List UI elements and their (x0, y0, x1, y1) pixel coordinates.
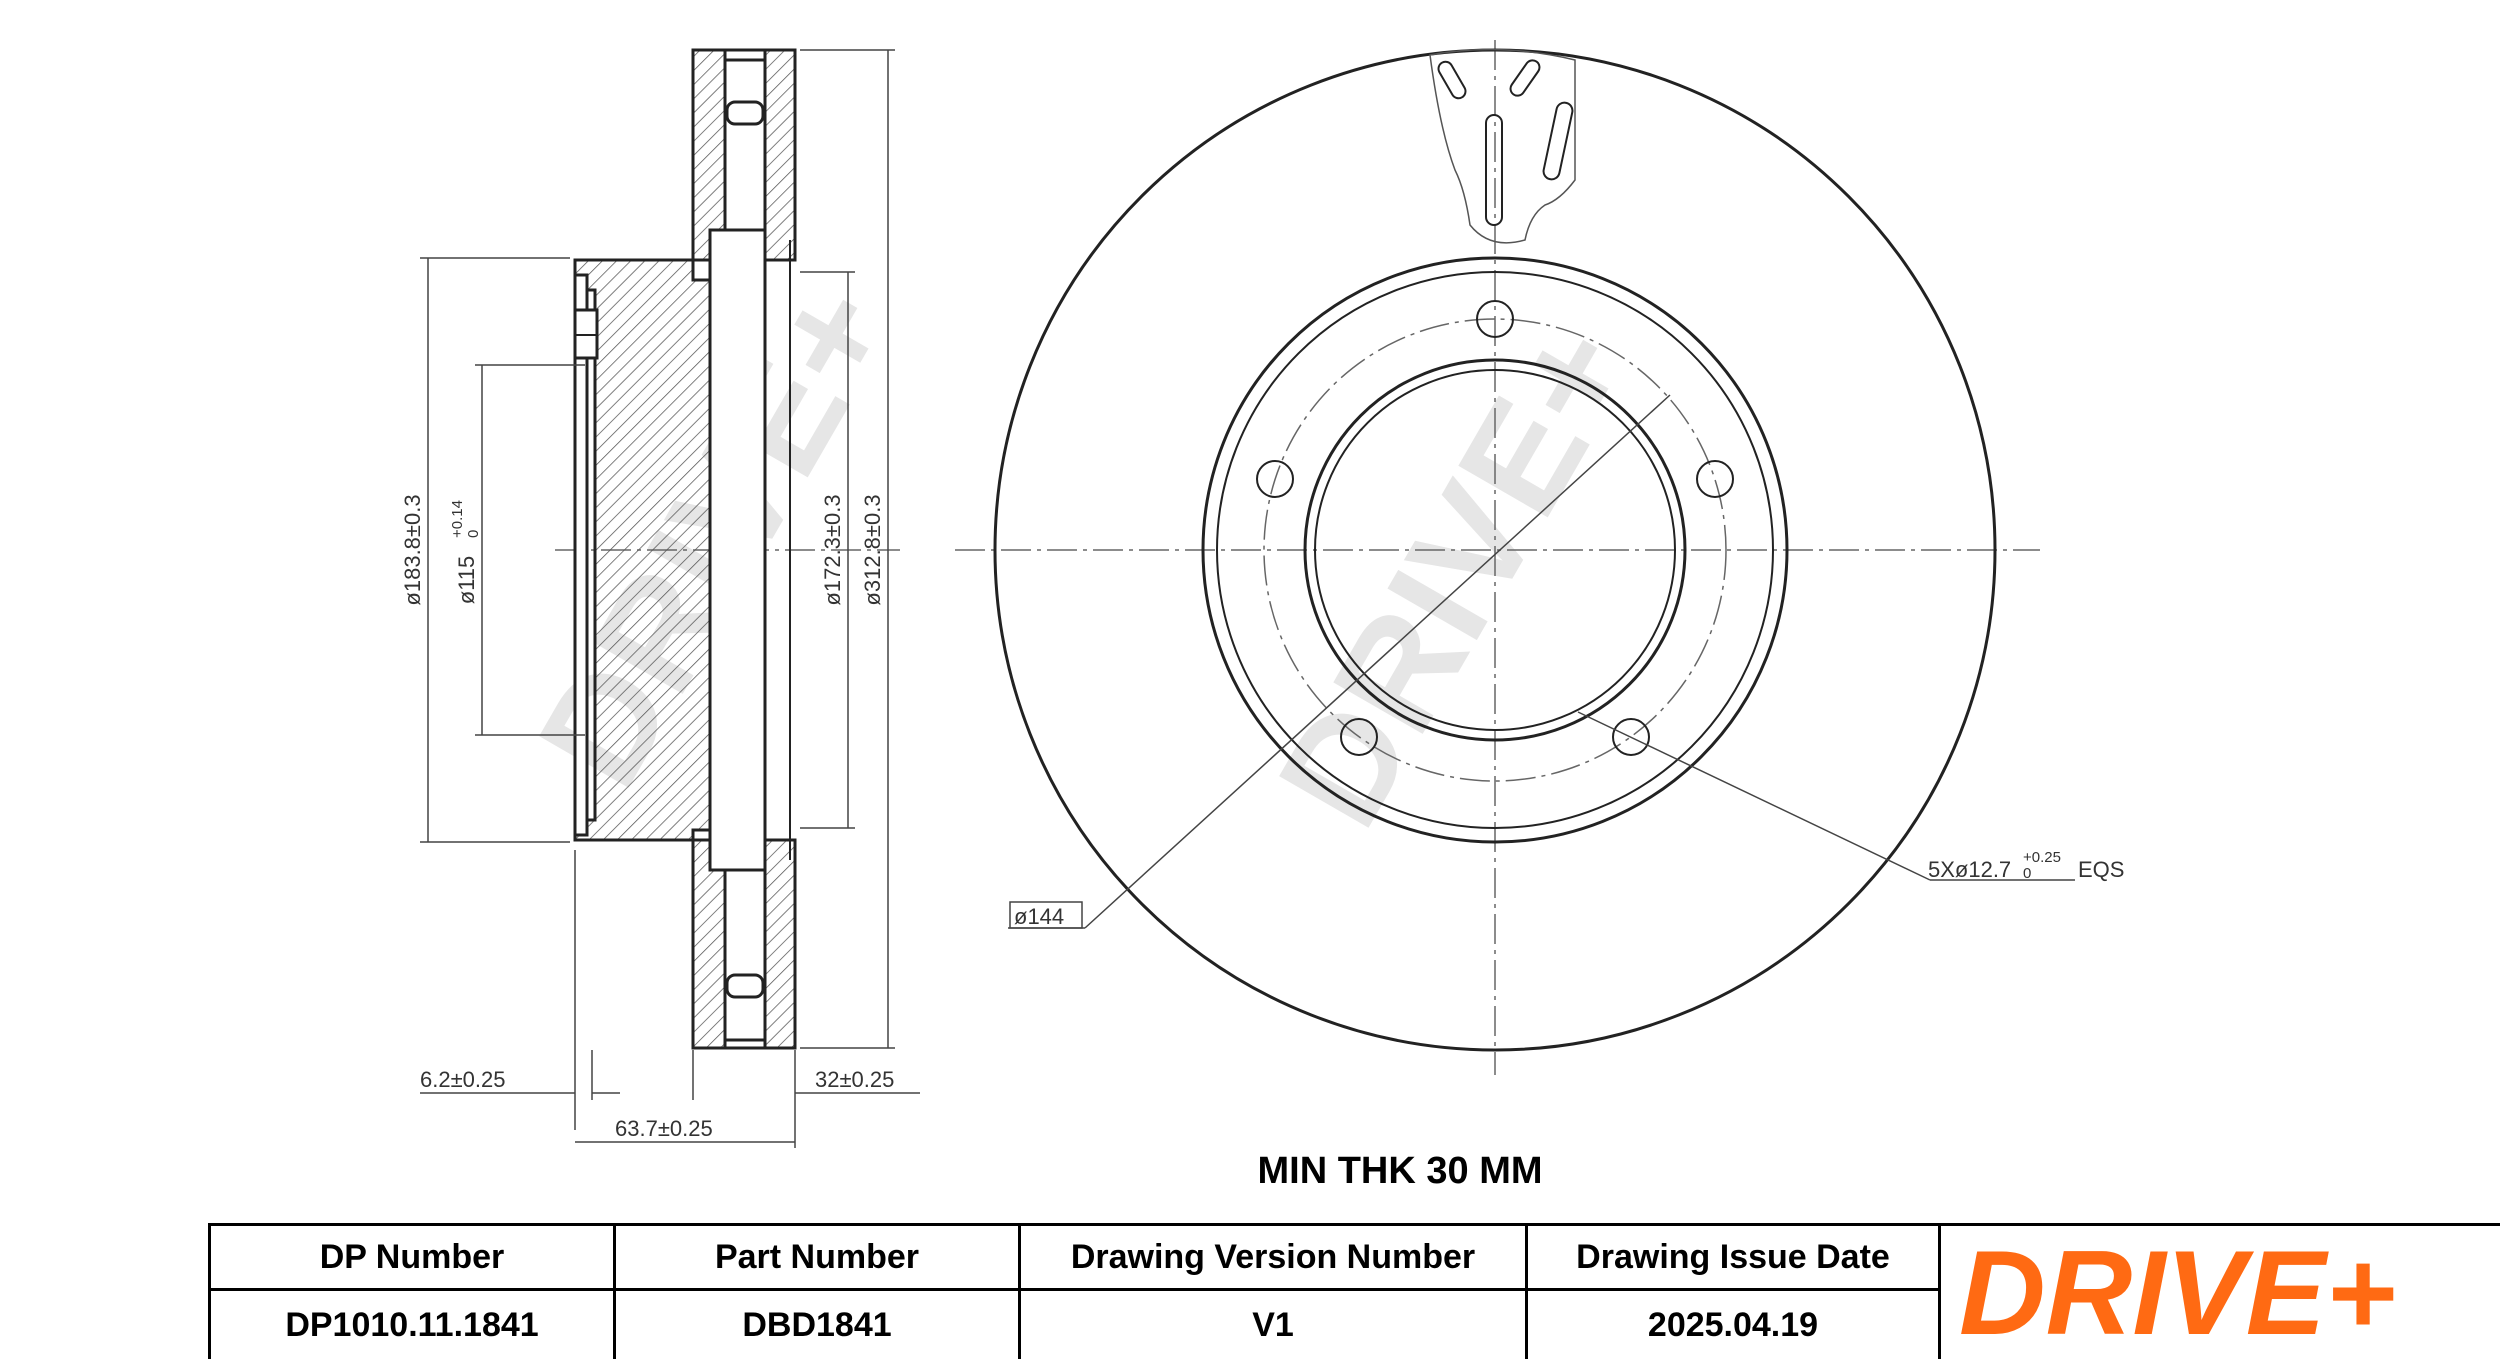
header-part-number: Part Number (613, 1223, 1021, 1291)
value-drawing-version: V1 (1018, 1288, 1528, 1359)
front-view (955, 40, 2040, 1075)
bolt-hole-5 (1256, 460, 1294, 498)
vent-slot-top (725, 100, 765, 126)
dim-hat-diameter: ø183.8±0.3 (400, 494, 425, 605)
vane-slot-3 (1485, 114, 1503, 226)
bore-inner-edge (1314, 369, 1676, 731)
dim-holes: 5Xø12.7 (1928, 857, 2011, 882)
pcd-circle (1263, 318, 1727, 782)
hat-section (573, 258, 712, 842)
value-dp-number: DP1010.11.1841 (208, 1288, 616, 1359)
vane-slot-2 (1509, 59, 1541, 97)
drive-plus-logo: DRIVE+ (1959, 1226, 2396, 1360)
dim-vent-diameter: ø172.3±0.3 (820, 494, 845, 605)
dim-holes-tol-lower: 0 (2023, 865, 2031, 882)
dim-bore-tol-lower: 0 (465, 530, 482, 538)
value-issue-date: 2025.04.19 (1525, 1288, 1941, 1359)
inner-plate-top (763, 48, 797, 262)
header-dp-number: DP Number (208, 1223, 616, 1291)
section-dimensions (420, 49, 920, 1148)
logo-cell: DRIVE+ (1938, 1223, 2500, 1360)
vent-core (708, 228, 767, 872)
watermark-right: DRIVE+ (1246, 296, 1665, 853)
dim-bore-tol-upper: +0.14 (449, 500, 466, 538)
section-view (555, 48, 900, 1050)
leader-holes (1577, 711, 1931, 881)
hat-outer-edge (1201, 256, 1789, 844)
vane-slot-1 (1437, 60, 1467, 100)
vane-slot-4 (1542, 101, 1574, 181)
dim-bore-diameter: ø115 (454, 556, 479, 605)
bolt-hole-3 (1612, 718, 1650, 756)
leader-pcd (1084, 394, 1671, 929)
dim-outer-diameter: ø312.8±0.3 (860, 494, 885, 605)
min-thickness-note: MIN THK 30 MM (1257, 1150, 1543, 1192)
dim-holes-group: 5Xø12.7 +0.25 0 EQS (1928, 849, 2124, 882)
hat-inner-edge (1216, 271, 1774, 829)
value-part-number: DBD1841 (613, 1288, 1021, 1359)
dim-disc-thickness: 32±0.25 (815, 1067, 894, 1092)
dim-holes-suffix: EQS (2078, 857, 2124, 882)
vane-detail-window (1429, 48, 1576, 244)
vane-detail-slots (1437, 59, 1574, 226)
pcd-label-box (1009, 901, 1083, 929)
bolt-hole-1 (1476, 300, 1514, 338)
watermark-text-right: DRIVE+ (1246, 296, 1665, 853)
vent-slot-bottom (725, 973, 765, 999)
inner-plate-bottom (763, 838, 797, 1050)
dim-flange-thickness: 6.2±0.25 (420, 1067, 505, 1092)
header-issue-date: Drawing Issue Date (1525, 1223, 1941, 1291)
bore-outer-edge (1303, 358, 1687, 742)
logo-text: DRIVE+ (1959, 1226, 2396, 1359)
dim-bore-group: ø115 +0.14 0 (449, 500, 482, 604)
bolt-hole-4 (1340, 718, 1378, 756)
bolt-holes (1256, 300, 1734, 756)
header-drawing-version: Drawing Version Number (1018, 1223, 1528, 1291)
outer-plate-bottom (691, 838, 727, 1050)
dim-overall-height: 63.7±0.25 (615, 1116, 713, 1141)
dim-pcd: ø144 (1014, 904, 1064, 929)
bolt-hole-2 (1696, 460, 1734, 498)
outer-plate-top (691, 48, 727, 262)
dim-holes-tol-upper: +0.25 (2023, 849, 2061, 866)
title-block: DP Number Part Number Drawing Version Nu… (208, 1223, 2500, 1360)
